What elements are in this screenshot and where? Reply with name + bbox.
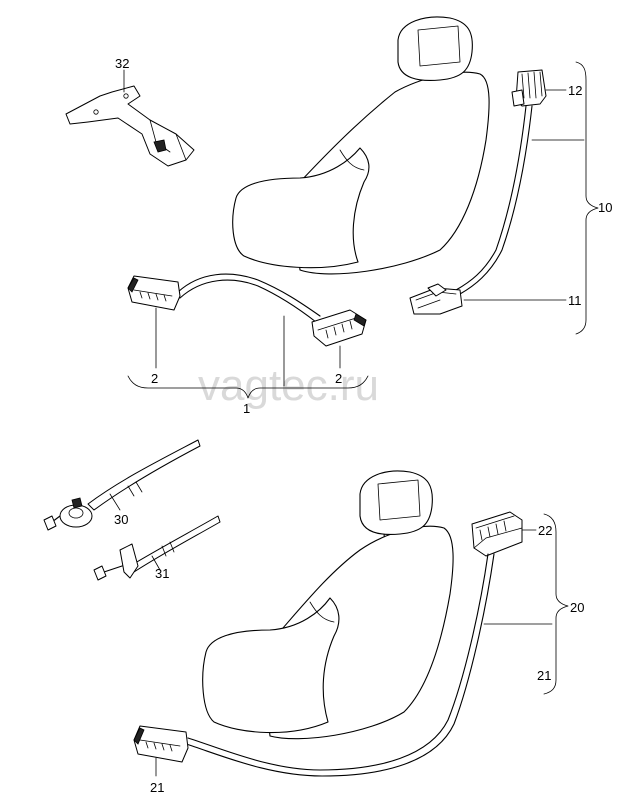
harness-10 xyxy=(455,105,527,291)
harness-1 xyxy=(177,273,321,317)
callout-10: 10 xyxy=(598,200,612,215)
callout-21a: 21 xyxy=(537,668,551,683)
callout-30: 30 xyxy=(114,512,128,527)
callout-32: 32 xyxy=(115,56,129,71)
bracket-20 xyxy=(543,513,569,695)
connector-22 xyxy=(471,511,523,557)
connector-2-left xyxy=(127,275,181,311)
callout-20: 20 xyxy=(570,600,584,615)
callout-2a: 2 xyxy=(151,371,158,386)
harness-20 xyxy=(187,553,489,771)
callout-11: 11 xyxy=(568,293,582,308)
bracket-1 xyxy=(127,375,369,399)
bracket-10 xyxy=(575,61,599,335)
connector-2-right xyxy=(311,309,367,347)
callout-line-31 xyxy=(151,555,161,571)
bracket-32 xyxy=(65,85,195,167)
cable-tie-30 xyxy=(43,439,201,531)
seat-bottom xyxy=(202,470,454,740)
callout-line-30 xyxy=(109,493,121,511)
connector-12 xyxy=(511,69,547,107)
callout-1: 1 xyxy=(243,401,250,416)
cable-tie-31 xyxy=(93,515,221,581)
watermark: vagtec.ru xyxy=(198,361,379,410)
connector-21 xyxy=(133,725,189,763)
callout-22: 22 xyxy=(538,523,552,538)
callout-31: 31 xyxy=(155,566,169,581)
connector-11 xyxy=(409,283,463,315)
seat-top xyxy=(232,16,490,275)
callout-21b: 21 xyxy=(150,780,164,795)
callout-12: 12 xyxy=(568,83,582,98)
callout-2b: 2 xyxy=(335,371,342,386)
